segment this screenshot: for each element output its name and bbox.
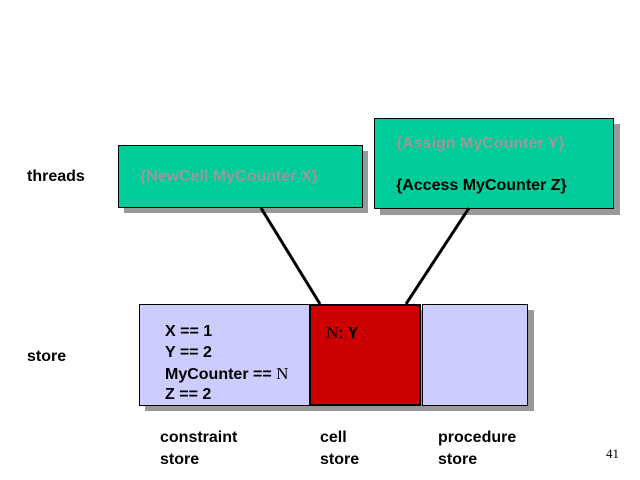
thread-box-1: {NewCell MyCounter X} xyxy=(118,145,363,208)
thread-1-statement-1: {NewCell MyCounter X} xyxy=(140,168,318,185)
thread-box-2: {Assign MyCounter Y} {Access MyCounter Z… xyxy=(374,118,614,209)
cell-store-box: N: Y xyxy=(309,304,421,406)
constraint-store-box: X == 1 Y == 2 MyCounter == N Z == 2 xyxy=(139,304,312,406)
connector-thread-2-to-cell xyxy=(404,207,471,305)
binding-row: Y == 2 xyxy=(165,344,212,361)
page-number: 41 xyxy=(606,446,619,461)
connector-thread-1-to-cell xyxy=(259,207,322,305)
procedure-store-box xyxy=(422,304,528,406)
thread-2-statement-2: {Access MyCounter Z} xyxy=(396,177,567,194)
procedure-store-label: procedure store xyxy=(438,429,517,468)
binding-row: X == 1 xyxy=(165,323,213,340)
binding-row: Z == 2 xyxy=(165,386,212,403)
constraint-store-label: constraint store xyxy=(160,429,238,468)
cell-entry: N: Y xyxy=(326,323,359,342)
store-row-label: store xyxy=(27,348,67,365)
thread-2-statement-1: {Assign MyCounter Y} xyxy=(396,135,565,152)
cell-store-label: cell store xyxy=(320,429,360,468)
binding-row: MyCounter == N xyxy=(165,364,289,383)
threads-row-label: threads xyxy=(27,168,85,185)
